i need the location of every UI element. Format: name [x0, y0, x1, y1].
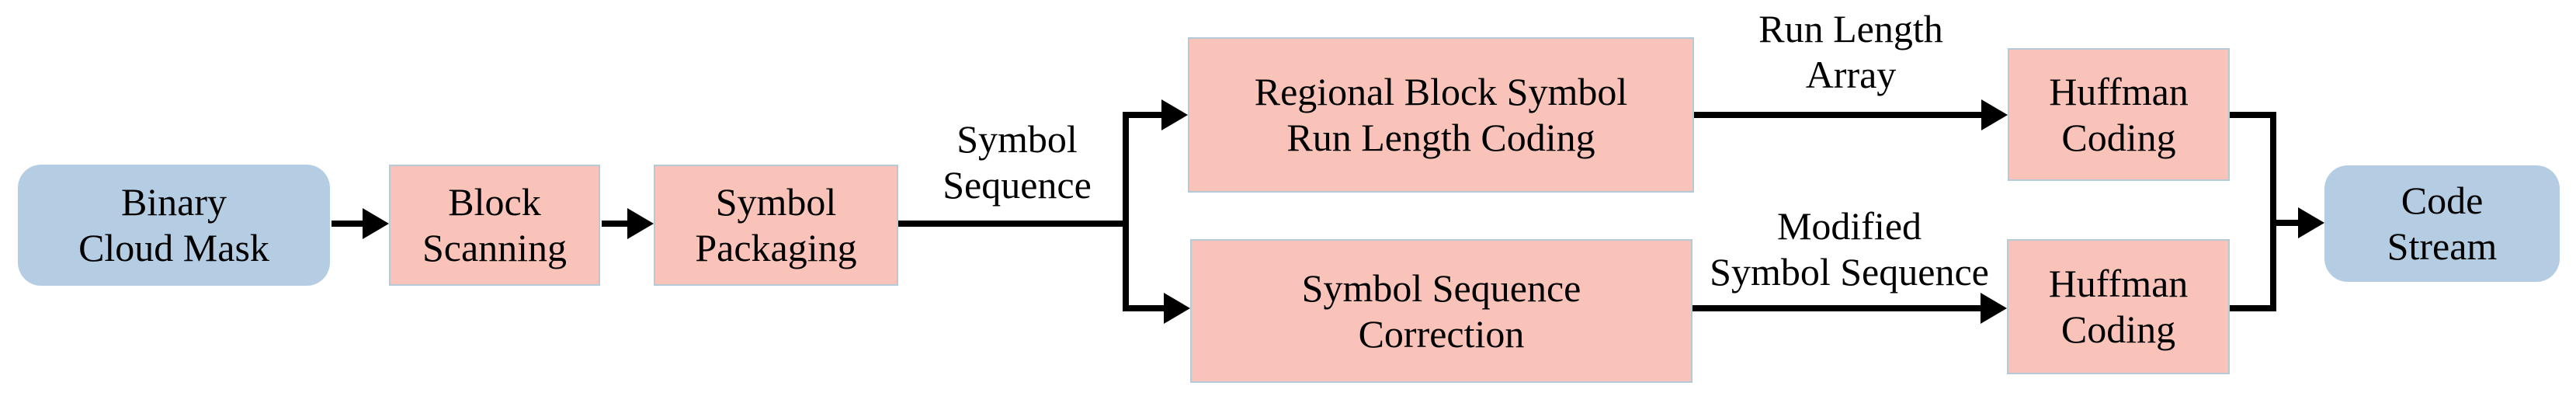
arrow-shaft — [332, 221, 366, 227]
node-code-stream: Code Stream — [2324, 165, 2560, 282]
arrow-head-icon — [1161, 99, 1188, 130]
arrow-shaft — [1123, 112, 1165, 118]
node-huffman-coding-bottom-label: Huffman Coding — [2048, 262, 2189, 351]
node-block-scanning-label: Block Scanning — [422, 180, 568, 269]
node-huffman-coding-top: Huffman Coding — [2008, 48, 2230, 181]
node-binary-cloud-mask: Binary Cloud Mask — [18, 165, 330, 286]
huffman-bottom-out-line — [2230, 305, 2276, 311]
arrow-shaft — [1694, 112, 1984, 118]
arrow-head-icon — [363, 208, 389, 239]
node-huffman-coding-bottom: Huffman Coding — [2007, 239, 2230, 374]
node-symbol-sequence-correction-label: Symbol Sequence Correction — [1301, 266, 1581, 356]
arrow-head-icon — [1981, 293, 2007, 324]
arrow-shaft — [898, 221, 1129, 227]
edge-label-modified-symbol-sequence: Modified Symbol Sequence — [1710, 204, 1989, 294]
arrow-shaft — [1692, 305, 1984, 311]
node-regional-block-symbol-run-length-coding-label: Regional Block Symbol Run Length Coding — [1254, 70, 1628, 159]
node-symbol-sequence-correction: Symbol Sequence Correction — [1190, 239, 1692, 383]
huffman-top-out-line — [2230, 112, 2276, 118]
arrow-head-icon — [2298, 207, 2324, 238]
edge-label-symbol-sequence: Symbol Sequence — [943, 117, 1092, 207]
branch-vertical-line — [1123, 112, 1129, 311]
arrow-shaft — [602, 221, 631, 227]
arrow-head-icon — [1164, 293, 1190, 324]
edge-label-run-length-array: Run Length Array — [1758, 7, 1943, 96]
node-block-scanning: Block Scanning — [389, 165, 600, 286]
node-regional-block-symbol-run-length-coding: Regional Block Symbol Run Length Coding — [1188, 37, 1694, 193]
node-symbol-packaging-label: Symbol Packaging — [695, 180, 857, 269]
arrow-head-icon — [1981, 99, 2008, 130]
merge-vertical-line — [2270, 112, 2276, 311]
node-huffman-coding-top-label: Huffman Coding — [2049, 69, 2189, 159]
node-binary-cloud-mask-label: Binary Cloud Mask — [78, 180, 269, 269]
node-symbol-packaging: Symbol Packaging — [654, 165, 898, 286]
arrow-head-icon — [627, 208, 654, 239]
arrow-shaft — [2270, 220, 2301, 226]
node-code-stream-label: Code Stream — [2387, 179, 2498, 268]
arrow-shaft — [1123, 305, 1167, 311]
